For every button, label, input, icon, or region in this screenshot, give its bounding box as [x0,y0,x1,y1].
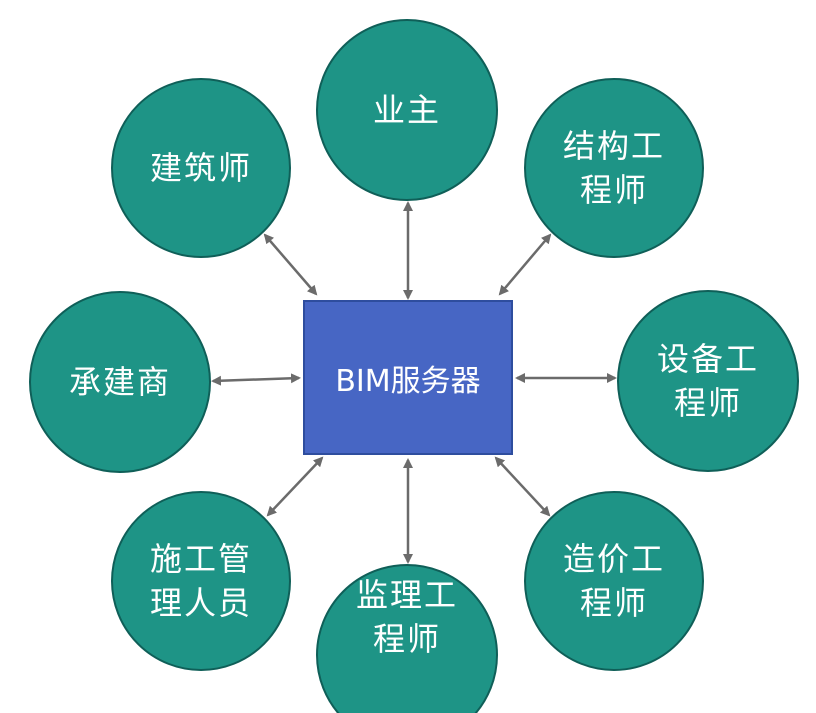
node-supervision-engineer-label: 监理工 程师 [355,576,458,658]
connector-architect [263,233,318,296]
node-owner-label: 业主 [372,91,441,129]
node-cost-engineer-label: 造价工 程师 [562,540,665,622]
node-contractor-label: 承建商 [68,363,171,401]
node-cost-engineer: 造价工 程师 [524,491,704,671]
node-equipment-engineer: 设备工 程师 [617,290,799,472]
node-supervision-engineer: 监理工 程师 [316,564,498,713]
connector-contractor [211,373,301,386]
node-structural-engineer-label: 结构工 程师 [562,127,665,209]
bim-server-label: BIM服务器 [335,363,481,399]
bim-server-box: BIM服务器 [303,300,513,455]
node-equipment-engineer-label: 设备工 程师 [656,340,759,422]
node-contractor: 承建商 [29,291,211,473]
connector-structural-engineer [498,233,552,296]
node-construction-manager: 施工管 理人员 [111,491,291,671]
node-structural-engineer: 结构工 程师 [524,78,704,258]
node-construction-manager-label: 施工管 理人员 [149,540,252,622]
node-architect-label: 建筑师 [149,149,252,187]
connector-construction-manager [266,456,324,517]
node-architect: 建筑师 [111,78,291,258]
connector-cost-engineer [494,456,551,517]
node-owner: 业主 [316,19,498,201]
